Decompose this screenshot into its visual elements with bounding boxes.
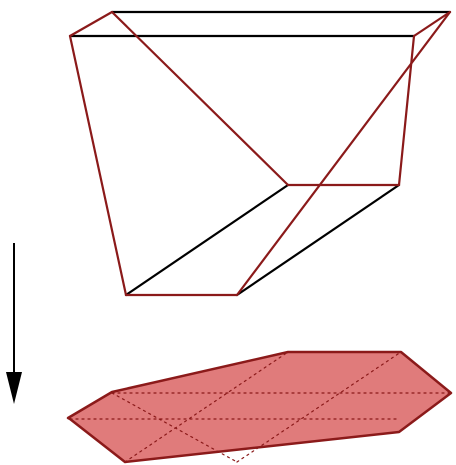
- edge-cross-diagonal: [235, 10, 452, 297]
- dotted-diagonal-left: [124, 351, 289, 463]
- edge-bottom-right-diagonal: [235, 183, 401, 297]
- arrow-head: [6, 372, 22, 404]
- edge-top-right-connector: [412, 10, 452, 38]
- edge-back-diagonal: [110, 10, 290, 187]
- edge-bottom-left-diagonal: [124, 183, 290, 297]
- edge-left-side: [68, 34, 128, 297]
- solid-shape: [68, 10, 452, 297]
- dotted-diagonal-cross: [111, 392, 238, 463]
- edge-right-side: [397, 34, 416, 187]
- projection-polygon: [66, 350, 453, 464]
- projection-shape: [66, 350, 453, 464]
- down-arrow: [6, 243, 22, 404]
- edge-top-left-connector: [68, 10, 114, 38]
- dotted-diagonal-right: [236, 351, 402, 463]
